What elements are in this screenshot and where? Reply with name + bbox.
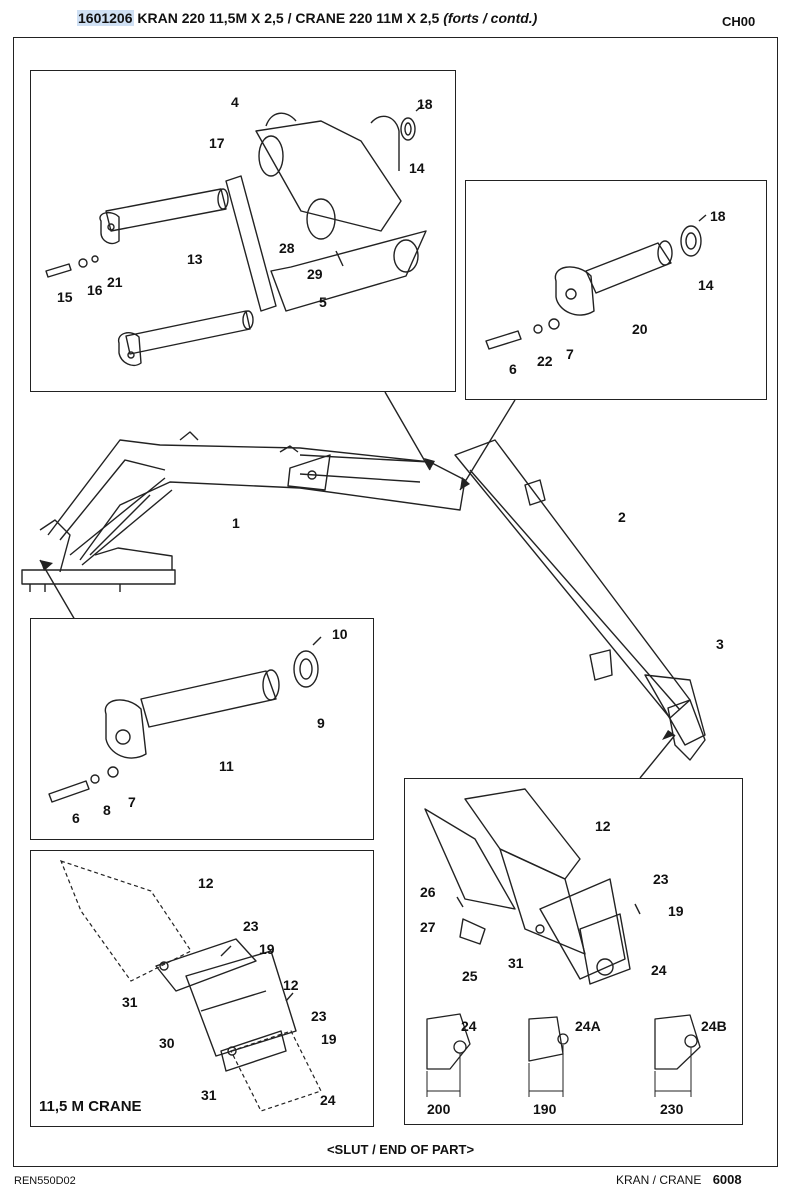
callout-6: 6 — [509, 361, 517, 377]
callout-13: 13 — [187, 251, 203, 267]
callout-23: 23 — [311, 1008, 327, 1024]
boom-pins-drawing — [45, 104, 427, 367]
footer-right: KRAN / CRANE 6008 — [616, 1172, 742, 1187]
section-code: CH00 — [722, 14, 756, 29]
callout-3: 3 — [716, 636, 724, 652]
diagram-frame — [13, 37, 778, 1167]
callout-18: 18 — [417, 96, 433, 112]
callout-27: 27 — [420, 919, 436, 935]
callout-23: 23 — [243, 918, 259, 934]
callout-15: 15 — [57, 289, 73, 305]
callout-7: 7 — [128, 794, 136, 810]
callout-21: 21 — [107, 274, 123, 290]
callout-31: 31 — [122, 994, 138, 1010]
callout-9: 9 — [317, 715, 325, 731]
callout-31: 31 — [508, 955, 524, 971]
callout-20: 20 — [632, 321, 648, 337]
callout-14: 14 — [409, 160, 425, 176]
page-number: 6008 — [712, 1172, 742, 1187]
panel-crane-tip: 12 23 19 26 27 25 31 24 24 24A 24B 200 1… — [404, 778, 743, 1125]
callout-28: 28 — [279, 240, 295, 256]
panel-pin-right: 18 14 20 7 22 6 — [465, 180, 767, 400]
callout-7: 7 — [566, 346, 574, 362]
callout-26: 26 — [420, 884, 436, 900]
callout-19: 19 — [321, 1031, 337, 1047]
callout-17: 17 — [209, 135, 225, 151]
callout-29: 29 — [307, 266, 323, 282]
callout-6: 6 — [72, 810, 80, 826]
variant-24a-label: 24A — [575, 1018, 601, 1034]
variant-24-dim: 200 — [427, 1101, 451, 1117]
panel-115-title: 11,5 M CRANE — [39, 1098, 142, 1115]
callout-19: 19 — [668, 903, 684, 919]
panel-pin-base: 10 9 11 7 8 6 — [30, 618, 374, 840]
pin-base-drawing — [48, 636, 322, 803]
callout-18: 18 — [710, 208, 726, 224]
callout-19: 19 — [259, 941, 275, 957]
variant-24-label: 24 — [461, 1018, 477, 1034]
pin-right-drawing — [485, 214, 707, 350]
callout-23: 23 — [653, 871, 669, 887]
contd-text: (forts / contd.) — [443, 10, 538, 26]
callout-4: 4 — [231, 94, 239, 110]
variant-24a-dim: 190 — [533, 1101, 557, 1117]
callout-24: 24 — [320, 1092, 336, 1108]
callout-30: 30 — [159, 1035, 175, 1051]
callout-11: 11 — [219, 758, 234, 774]
panel-boom-pins: 4 18 17 14 28 29 13 21 16 15 5 — [30, 70, 456, 392]
end-of-part: <SLUT / END OF PART> — [326, 1142, 475, 1157]
callout-24: 24 — [651, 962, 667, 978]
variant-24b-dim: 230 — [660, 1101, 684, 1117]
callout-16: 16 — [87, 282, 103, 298]
callout-12: 12 — [283, 977, 299, 993]
callout-5: 5 — [319, 294, 327, 310]
footer-section: KRAN / CRANE — [616, 1173, 702, 1187]
variant-24b-label: 24B — [701, 1018, 727, 1034]
callout-14: 14 — [698, 277, 714, 293]
callout-2: 2 — [618, 509, 626, 525]
page-title: 1601206 KRAN 220 11,5M X 2,5 / CRANE 220… — [77, 10, 537, 26]
callout-1: 1 — [232, 515, 240, 531]
callout-8: 8 — [103, 802, 111, 818]
callout-31: 31 — [201, 1087, 217, 1103]
title-text: KRAN 220 11,5M X 2,5 / CRANE 220 11M X 2… — [137, 10, 440, 26]
callout-10: 10 — [332, 626, 348, 642]
callout-12: 12 — [198, 875, 214, 891]
callout-25: 25 — [462, 968, 478, 984]
callout-22: 22 — [537, 353, 553, 369]
callout-12: 12 — [595, 818, 611, 834]
crane-tip-drawing — [424, 788, 701, 1097]
panel-115m-crane: 12 23 19 31 12 30 23 19 31 24 11,5 M CRA… — [30, 850, 374, 1127]
part-code: 1601206 — [77, 10, 134, 26]
document-code: REN550D02 — [14, 1175, 76, 1187]
crane-115-drawing — [59, 860, 322, 1112]
